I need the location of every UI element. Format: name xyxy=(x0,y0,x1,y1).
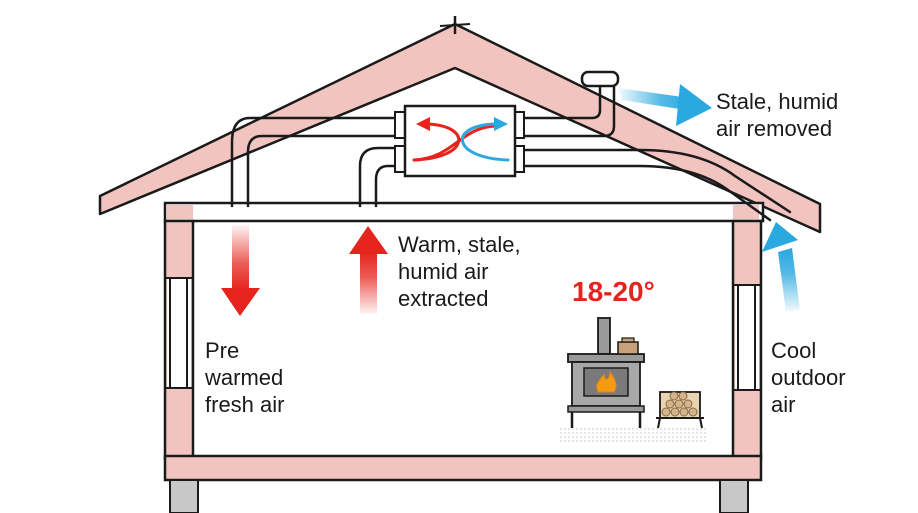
label-line: air xyxy=(771,392,796,417)
left-wall xyxy=(163,219,195,460)
label-line: Warm, stale, xyxy=(398,232,521,257)
label-line: Cool xyxy=(771,338,817,363)
roof-vent xyxy=(580,70,620,88)
label-warm-stale-air-extracted: Warm, stale, humid air extracted xyxy=(398,231,521,312)
label-line: Stale, humid xyxy=(716,89,839,114)
roof xyxy=(98,16,822,234)
label-line: fresh air xyxy=(205,392,285,417)
floor xyxy=(163,454,763,513)
label-line: extracted xyxy=(398,286,489,311)
extracted-air-arrow xyxy=(349,226,388,314)
room-temperature: 18-20° xyxy=(572,276,655,307)
label-line: Pre xyxy=(205,338,240,363)
prewarmed-fresh-air-arrow xyxy=(221,225,260,316)
label-cool-outdoor-air: Cool outdoor air xyxy=(771,337,846,418)
log-basket xyxy=(656,391,704,429)
ductwork xyxy=(230,80,792,222)
label-prewarmed-fresh-air: Pre warmed fresh air xyxy=(205,337,284,418)
right-wall xyxy=(731,219,763,460)
exchanger-flows xyxy=(412,117,510,162)
wood-stove xyxy=(558,317,708,442)
ceiling xyxy=(163,201,765,223)
label-line: warmed xyxy=(205,365,284,390)
label-stale-air-removed: Stale, humid air removed xyxy=(716,88,838,142)
stale-air-removed-arrow xyxy=(618,84,712,126)
label-line: air removed xyxy=(716,116,833,141)
label-line: outdoor xyxy=(771,365,846,390)
cool-outdoor-air-arrow xyxy=(762,222,800,312)
fire-icon xyxy=(596,370,617,393)
label-line: humid air xyxy=(398,259,489,284)
